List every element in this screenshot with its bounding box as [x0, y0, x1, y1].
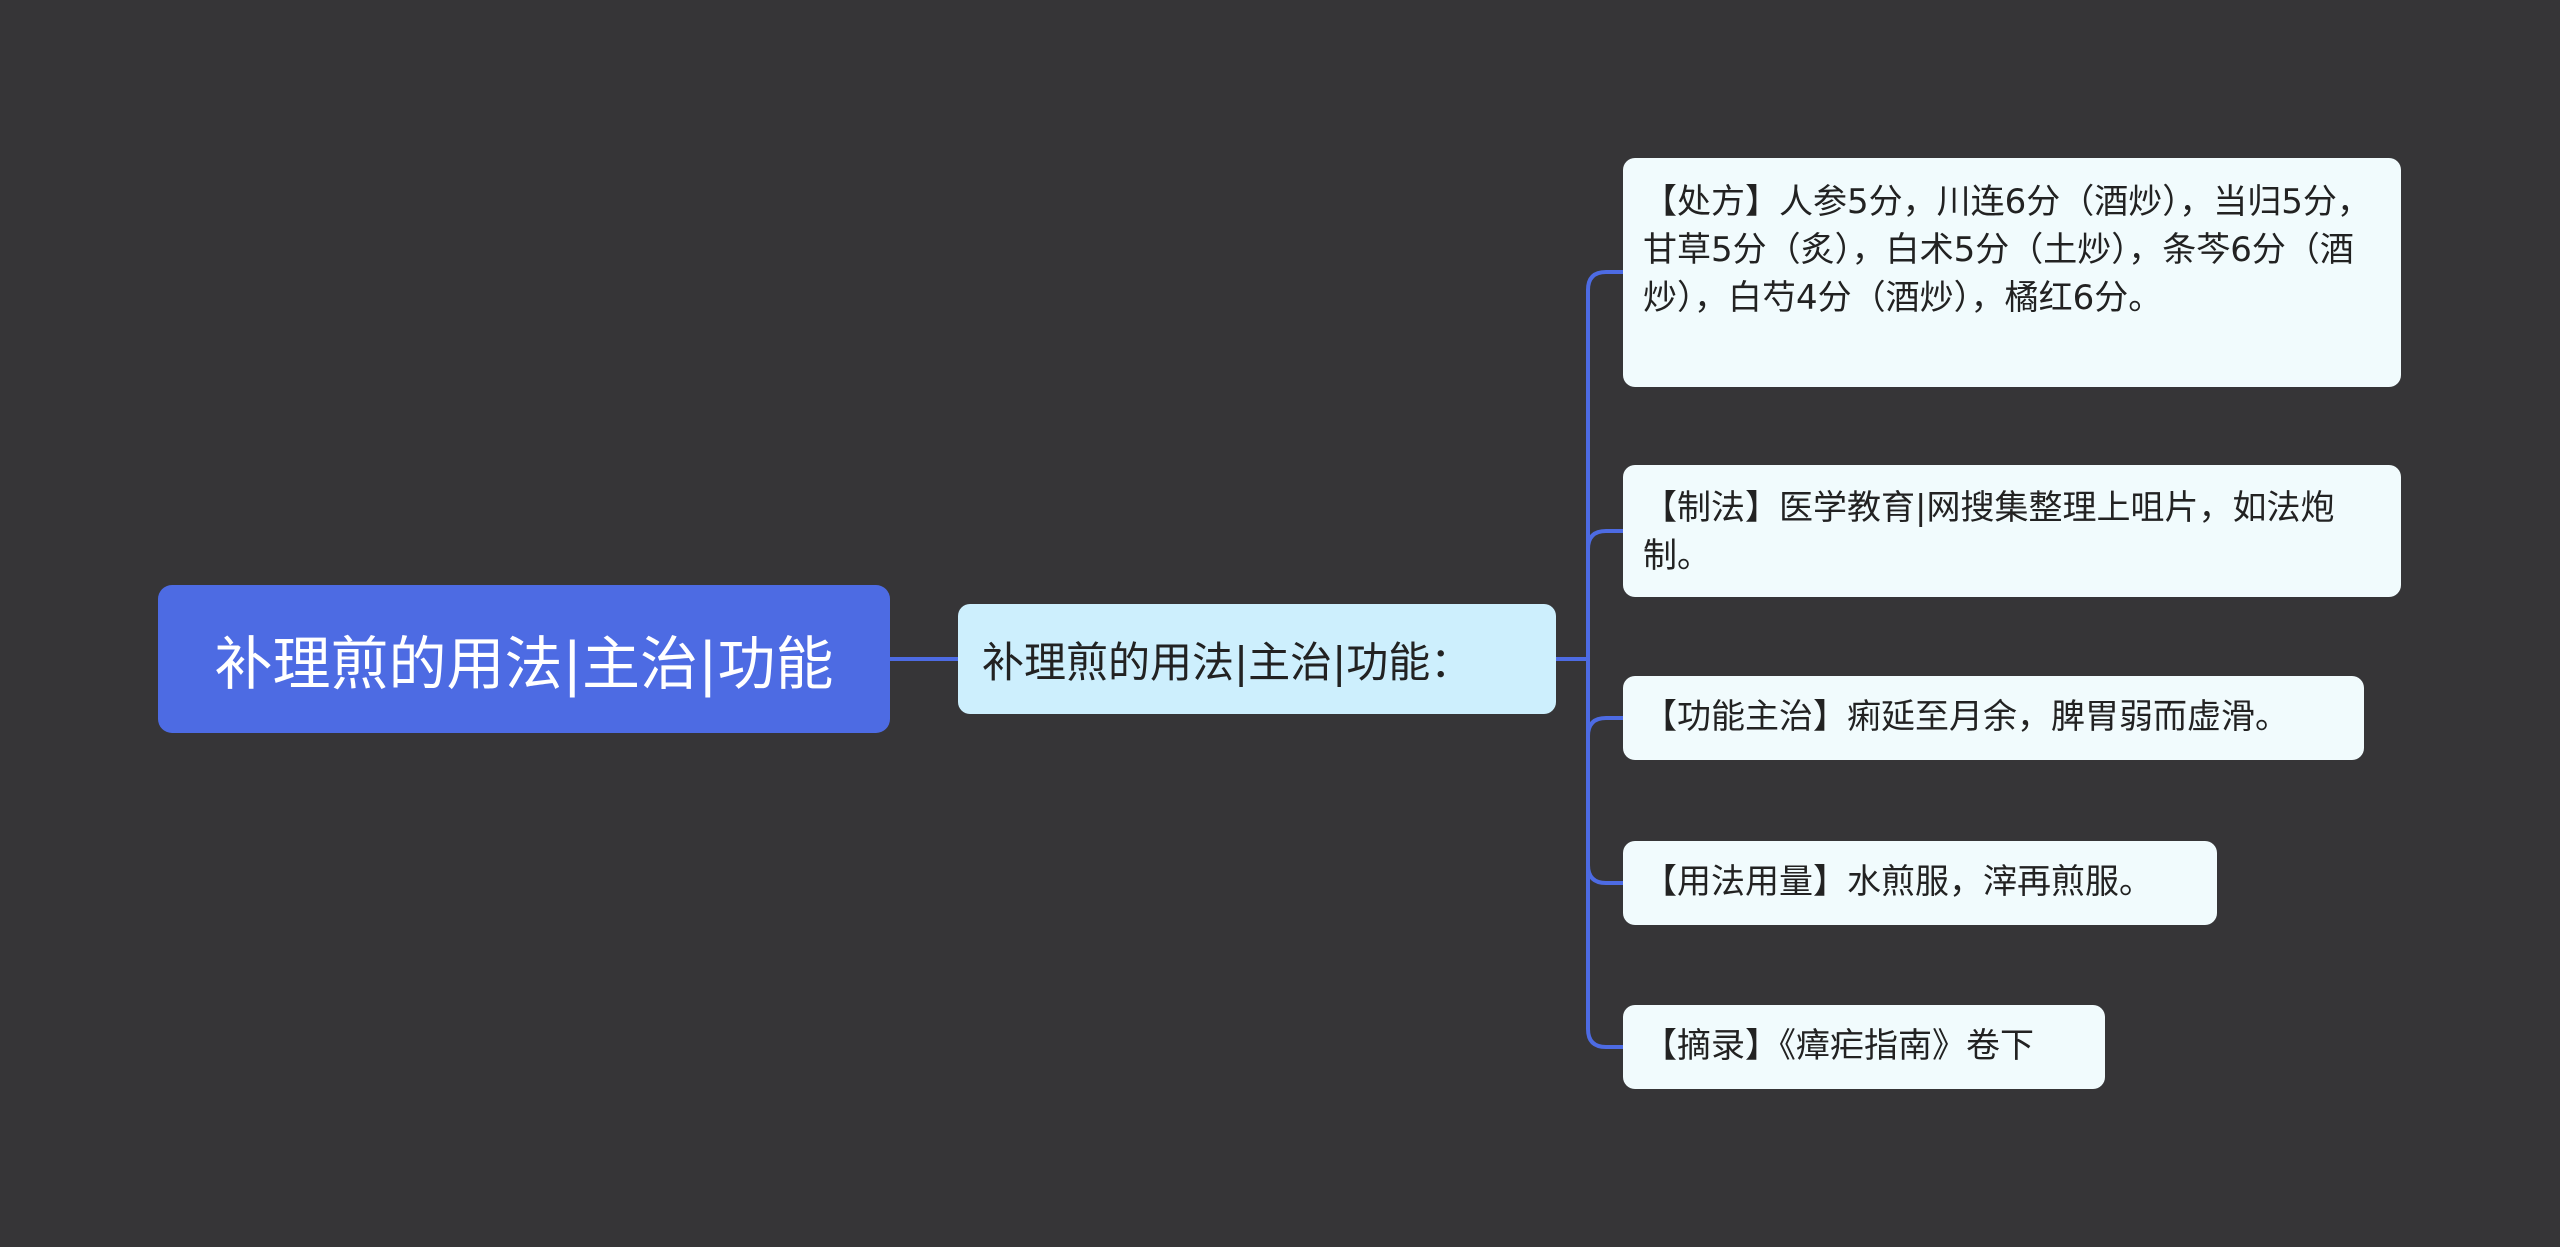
branch-topic-label: 补理煎的用法|主治|功能： [982, 637, 1473, 687]
leaf-4-connector [1586, 864, 1623, 885]
branch-topic[interactable]: 补理煎的用法|主治|功能： [958, 604, 1556, 714]
leaf-3-connector [1586, 716, 1623, 737]
leaf-source-label: 【摘录】《瘴疟指南》卷下 [1643, 1026, 2034, 1066]
leaf-2-connector [1586, 529, 1623, 550]
branch-spine-connector [1586, 270, 1623, 1049]
leaf-dosage[interactable]: 【用法用量】水煎服，滓再煎服。 [1623, 841, 2217, 925]
leaf-prescription-label: 【处方】人参5分，川连6分（酒炒），当归5分，甘草5分（炙），白术5分（土炒），… [1643, 182, 2371, 318]
leaf-dosage-label: 【用法用量】水煎服，滓再煎服。 [1643, 862, 2153, 902]
leaf-indications-label: 【功能主治】痢延至月余，脾胃弱而虚滑。 [1643, 697, 2289, 737]
leaf-preparation-label: 【制法】医学教育|网搜集整理上咀片，如法炮制。 [1643, 488, 2335, 576]
leaf-prescription[interactable]: 【处方】人参5分，川连6分（酒炒），当归5分，甘草5分（炙），白术5分（土炒），… [1623, 158, 2401, 387]
leaf-source[interactable]: 【摘录】《瘴疟指南》卷下 [1623, 1005, 2105, 1089]
leaf-preparation[interactable]: 【制法】医学教育|网搜集整理上咀片，如法炮制。 [1623, 465, 2401, 597]
root-topic-label: 补理煎的用法|主治|功能 [214, 630, 834, 698]
root-topic[interactable]: 补理煎的用法|主治|功能 [158, 585, 890, 733]
leaf-indications[interactable]: 【功能主治】痢延至月余，脾胃弱而虚滑。 [1623, 676, 2364, 760]
